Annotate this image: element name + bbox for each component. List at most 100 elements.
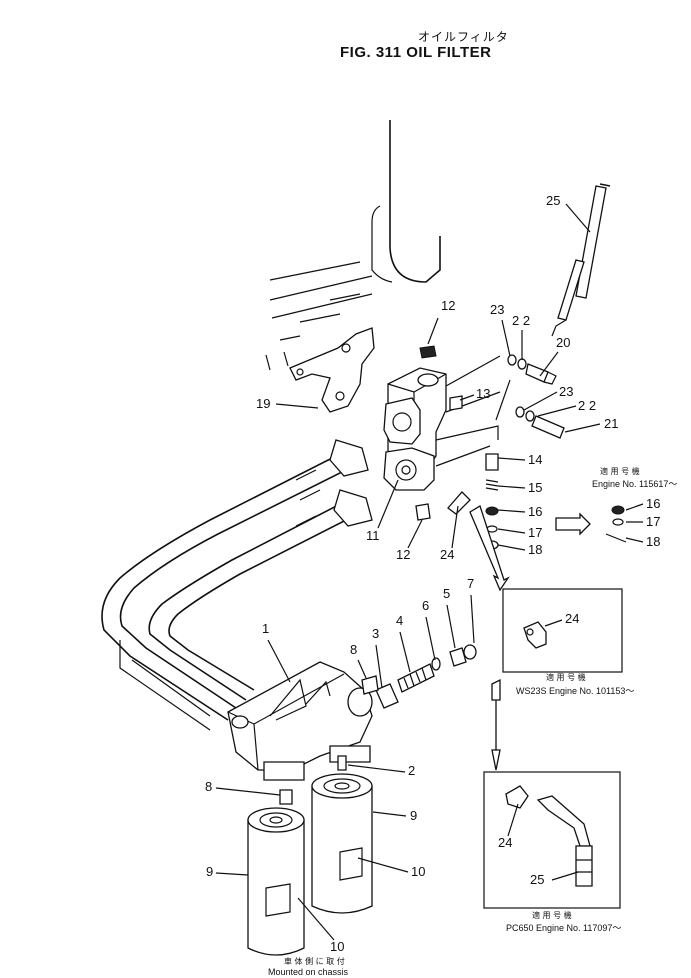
callout-leader <box>372 811 407 817</box>
detail-frame-hose <box>483 771 621 909</box>
callout-leader <box>497 509 526 513</box>
leader-lines-upper <box>435 355 511 467</box>
callout-label: 1 <box>262 621 269 636</box>
callout-leader <box>451 505 459 549</box>
callout-label: 12 <box>396 547 410 562</box>
callout-leader <box>497 544 526 551</box>
callout-label: 13 <box>476 386 490 401</box>
callout-label: 24 <box>440 547 454 562</box>
detail-frame-elbow <box>502 588 623 673</box>
note-bottom-en: PC650 Engine No. 117097～ <box>506 923 621 933</box>
callout-label: 6 <box>422 598 429 613</box>
callout-leader <box>427 317 439 345</box>
filter-cartridge-right <box>311 773 373 914</box>
block-fittings <box>415 345 471 521</box>
note-mid-en: WS23S Engine No. 101153～ <box>516 686 634 696</box>
callout-leader <box>564 423 601 433</box>
callout-label: 23 <box>490 302 504 317</box>
filter-internal-parts <box>279 644 477 805</box>
callout-leader <box>215 872 249 876</box>
callout-leader <box>275 403 319 409</box>
callout-leader <box>565 203 591 233</box>
callout-leader <box>551 871 579 881</box>
callout-leader <box>539 351 559 377</box>
filter-head-upper <box>383 367 447 491</box>
callout-label: 18 <box>646 534 660 549</box>
callout-label: 20 <box>556 335 570 350</box>
callout-label: 10 <box>330 939 344 954</box>
callout-label: 17 <box>528 525 542 540</box>
note-chassis-en: Mounted on chassis <box>268 967 349 977</box>
callout-label: 15 <box>528 480 542 495</box>
detail-parts-right <box>555 505 627 543</box>
callout-leader <box>375 644 383 689</box>
callout-leader <box>507 803 519 837</box>
callout-label: 24 <box>565 611 579 626</box>
callout-label: 17 <box>646 514 660 529</box>
callout-leader <box>497 485 526 489</box>
callout-label: 16 <box>646 496 660 511</box>
callout-label: 2 2 <box>512 313 530 328</box>
callout-label: 3 <box>372 626 379 641</box>
callout-leader <box>297 897 335 941</box>
oil-pipe <box>551 183 611 337</box>
callout-leader <box>497 457 526 461</box>
callout-label: 25 <box>546 193 560 208</box>
callout-label: 24 <box>498 835 512 850</box>
callout-leader <box>501 319 511 357</box>
callout-leader <box>497 528 526 534</box>
figure-title: FIG. 311 OIL FILTER <box>340 44 492 61</box>
callout-label: 16 <box>528 504 542 519</box>
mounting-bracket <box>289 327 375 413</box>
callout-leader <box>347 764 406 773</box>
callout-label: 8 <box>350 642 357 657</box>
callout-label: 18 <box>528 542 542 557</box>
cooler-hoses <box>101 439 373 731</box>
callout-leader <box>523 391 558 411</box>
engine-block <box>265 120 441 371</box>
callout-label: 21 <box>604 416 618 431</box>
callout-leader <box>544 619 563 627</box>
filter-head-lower <box>227 661 373 781</box>
callout-label: 10 <box>411 864 425 879</box>
callout-label: 19 <box>256 396 270 411</box>
callout-label: 11 <box>366 528 380 543</box>
callout-leader <box>537 405 577 417</box>
callout-leader <box>459 394 475 401</box>
callout-leader <box>357 659 367 679</box>
callout-leader <box>399 631 411 673</box>
callout-label: 23 <box>559 384 573 399</box>
bolts-and-washers <box>507 354 565 439</box>
callout-label: 4 <box>396 613 403 628</box>
note-bottom-jp: 適 用 号 機 <box>532 910 572 920</box>
callout-leader <box>357 857 409 873</box>
callout-leader <box>215 787 281 796</box>
callout-label: 9 <box>410 808 417 823</box>
callout-label: 7 <box>467 576 474 591</box>
callout-leader <box>425 616 436 661</box>
callout-leader <box>470 594 475 644</box>
reference-arrows <box>469 505 510 771</box>
note-top-jp: 適 用 号 機 <box>600 466 640 476</box>
callout-leader <box>377 479 399 529</box>
callout-label: 8 <box>205 779 212 794</box>
callout-leader <box>407 519 423 549</box>
callout-label: 14 <box>528 452 542 467</box>
callout-leader <box>625 503 644 511</box>
callout-label: 2 <box>408 763 415 778</box>
note-mid-jp: 適 用 号 機 <box>546 672 586 682</box>
callout-label: 12 <box>441 298 455 313</box>
callout-label: 5 <box>443 586 450 601</box>
callout-leader <box>446 604 456 649</box>
callout-label: 2 2 <box>578 398 596 413</box>
callout-leader <box>625 537 644 543</box>
applicability-notes: 適 用 号 機 Engine No. 115617～ 適 用 号 機 WS23S… <box>268 466 677 977</box>
note-chassis-jp: 車 体 側 に 取 付 <box>284 956 345 966</box>
callout-label: 25 <box>530 872 544 887</box>
callout-leader <box>267 639 291 683</box>
note-top-en: Engine No. 115617～ <box>592 479 677 489</box>
callout-label: 9 <box>206 864 213 879</box>
filter-cartridge-left <box>247 807 305 956</box>
